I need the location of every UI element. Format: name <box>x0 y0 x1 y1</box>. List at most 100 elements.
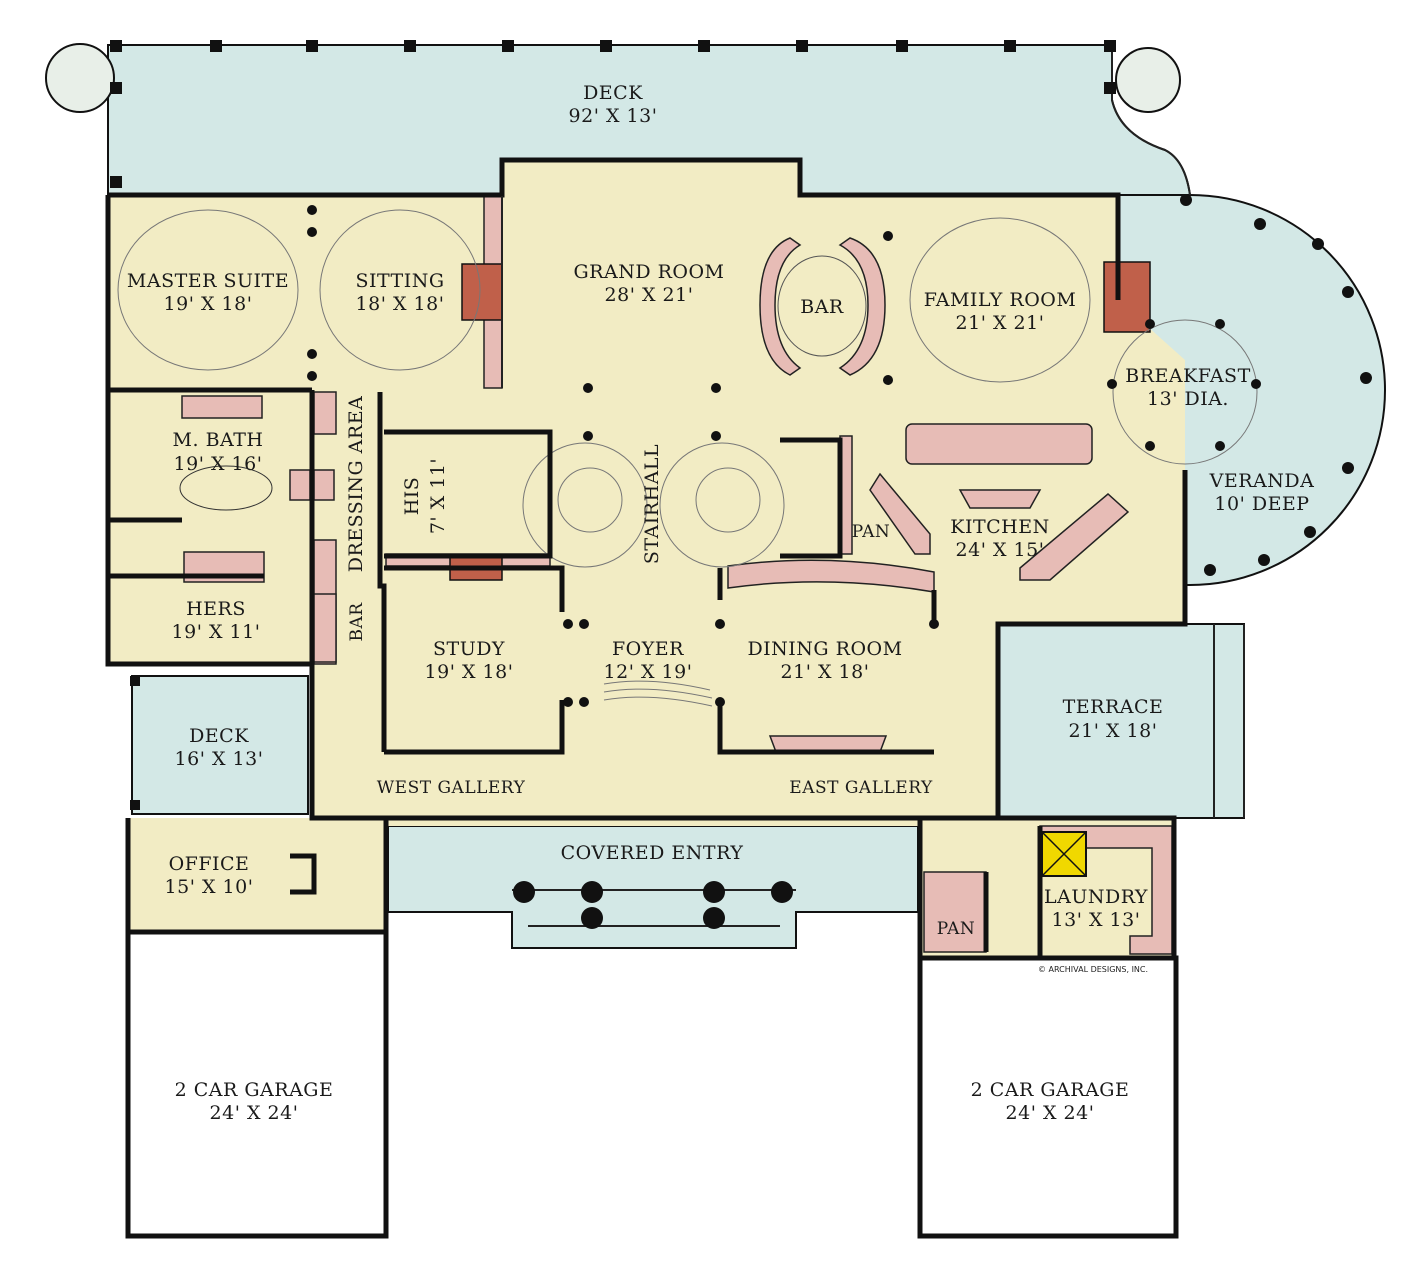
foyer-name: FOYER <box>612 638 684 660</box>
pan-kitchen-name: PAN <box>852 522 891 542</box>
grand-column <box>883 231 893 241</box>
office-dims: 15' X 10' <box>165 876 254 898</box>
laundry-name: LAUNDRY <box>1044 886 1148 908</box>
terrace-name: TERRACE <box>1063 696 1164 718</box>
dining-column <box>929 619 939 629</box>
dining-column <box>715 697 725 707</box>
study-walls <box>384 565 565 755</box>
sitting-column <box>307 227 317 237</box>
deck-left-area <box>131 675 309 815</box>
dining-walls <box>717 568 937 755</box>
stair-column <box>711 383 721 393</box>
deck-post <box>110 40 122 52</box>
main-interior <box>108 160 1185 826</box>
dining-room-name: DINING ROOM <box>747 638 902 660</box>
walls <box>105 157 1188 1239</box>
hers-wall <box>108 517 264 579</box>
study-name: STUDY <box>433 638 505 660</box>
spiral-stair-left <box>45 43 115 113</box>
entry-column <box>581 881 603 903</box>
deck-post <box>796 40 808 52</box>
deck-post <box>110 176 122 188</box>
deck-top-dims: 92' X 13' <box>569 105 658 127</box>
garage-left-dims: 24' X 24' <box>210 1102 299 1124</box>
deck-post <box>1104 82 1116 94</box>
deck-post <box>698 40 710 52</box>
deck-post <box>1104 40 1116 52</box>
his-name: HIS <box>401 477 423 516</box>
grand-room-name: GRAND ROOM <box>573 261 724 283</box>
mbath-seat-2 <box>313 469 335 501</box>
mbath-vanity-top <box>181 395 263 419</box>
m-bath-dims: 19' X 16' <box>174 453 263 475</box>
veranda-column <box>1304 526 1316 538</box>
sitting-ceiling <box>319 209 481 371</box>
mbath-seat-1 <box>289 469 311 501</box>
terrace-stair <box>1213 624 1245 818</box>
breakfast-name: BREAKFAST <box>1125 365 1251 387</box>
garage-right-name: 2 CAR GARAGE <box>971 1079 1130 1101</box>
foyer-column <box>579 619 589 629</box>
deck-left-dims: 16' X 13' <box>175 748 264 770</box>
deck-post <box>1004 40 1016 52</box>
grand-bar-counter <box>759 237 886 376</box>
garage-right-dims: 24' X 24' <box>1006 1102 1095 1124</box>
stair-right-outline <box>659 442 785 568</box>
hers-name: HERS <box>186 598 246 620</box>
bar-inner <box>777 255 867 357</box>
breakfast-ceiling <box>1112 319 1258 465</box>
stair-core-right <box>780 437 843 559</box>
mbath-bench <box>313 391 337 435</box>
foyer-column <box>563 697 573 707</box>
deck-left-name: DECK <box>189 725 249 747</box>
garage-right-walls <box>917 958 1179 1239</box>
pan-laundry-name: PAN <box>937 919 976 939</box>
veranda-column <box>1342 462 1354 474</box>
kitchen-angled-counter <box>1019 493 1130 581</box>
his-walls <box>384 429 553 559</box>
elevator-cross <box>1041 831 1087 877</box>
deck-top-name: DECK <box>583 82 643 104</box>
exterior-areas <box>107 44 1386 949</box>
bar-study-name: BAR <box>347 602 367 642</box>
veranda-column <box>1204 564 1216 576</box>
foyer-column <box>563 619 573 629</box>
garage-left-name: 2 CAR GARAGE <box>175 1079 334 1101</box>
kitchen-name: KITCHEN <box>950 516 1049 538</box>
interior-floor <box>108 160 1185 958</box>
spiral-stairs-deck <box>45 43 1181 113</box>
deck-post <box>502 40 514 52</box>
veranda-dims: 10' DEEP <box>1214 493 1309 515</box>
m-bath-name: M. BATH <box>173 429 264 451</box>
deck-post <box>110 82 122 94</box>
veranda-column <box>1342 286 1354 298</box>
breakfast-column <box>1215 319 1225 329</box>
veranda-column <box>1312 238 1324 250</box>
breakfast-dims: 13' DIA. <box>1147 388 1229 410</box>
spiral-stair-right <box>1115 47 1181 113</box>
office-name: OFFICE <box>169 853 250 875</box>
breakfast-column <box>1145 441 1155 451</box>
study-bar-cabinet <box>313 593 337 663</box>
entry-column <box>771 881 793 903</box>
pan-laundry-floor <box>923 871 987 953</box>
stair-column <box>583 383 593 393</box>
grand-room-dims: 28' X 21' <box>605 284 694 306</box>
kitchen-prep-island <box>958 489 1042 509</box>
sitting-column <box>307 371 317 381</box>
stair-left-outline <box>522 442 648 568</box>
office-floor <box>128 818 386 930</box>
tub <box>179 465 273 511</box>
west-gallery-name: WEST GALLERY <box>377 778 526 798</box>
deck-post <box>306 40 318 52</box>
family-room-dims: 21' X 21' <box>956 312 1045 334</box>
stair-column <box>583 431 593 441</box>
master-ceiling <box>117 209 299 371</box>
his-dims: 7' X 11' <box>427 458 449 534</box>
breakfast-column <box>1145 319 1155 329</box>
stair-right-inner <box>695 467 761 533</box>
deck-post <box>210 40 222 52</box>
covered-entry-name: COVERED ENTRY <box>561 842 744 864</box>
copyright-notice: © ARCHIVAL DESIGNS, INC. <box>1038 965 1148 974</box>
